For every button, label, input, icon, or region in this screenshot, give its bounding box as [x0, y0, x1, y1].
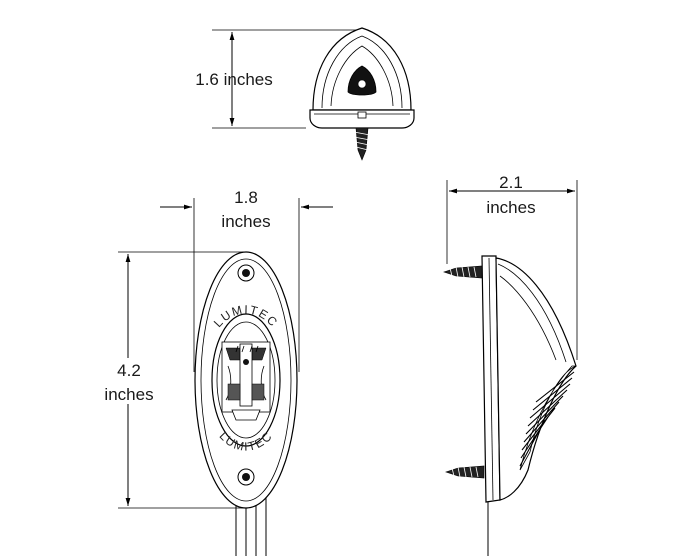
front-view-internals — [221, 341, 271, 421]
depth-dimension-value: 2.1 — [499, 173, 523, 192]
width-dimension-unit: inches — [221, 212, 270, 231]
side-view-dome — [495, 257, 577, 501]
side-view-screw-top — [443, 265, 483, 279]
side-view-lens-vents — [519, 365, 577, 471]
top-view: 1.6 inches — [195, 27, 415, 161]
length-dimension-value: 4.2 — [117, 361, 141, 380]
top-view-screw — [353, 111, 371, 161]
width-dimension-value: 1.8 — [234, 188, 258, 207]
side-view: 2.1 inches — [443, 173, 578, 556]
side-view-screw-bottom — [445, 465, 485, 479]
height-dimension-label: 1.6 inches — [195, 70, 273, 89]
top-view-base — [309, 109, 415, 129]
front-view-screw-hole-top — [237, 264, 255, 282]
front-view-screw-hole-bottom — [237, 468, 255, 486]
length-dimension-unit: inches — [104, 385, 153, 404]
front-view: LUMITEC LUMITEC 1.8 inches 4.2 inches — [104, 188, 333, 556]
depth-dimension-unit: inches — [486, 198, 535, 217]
